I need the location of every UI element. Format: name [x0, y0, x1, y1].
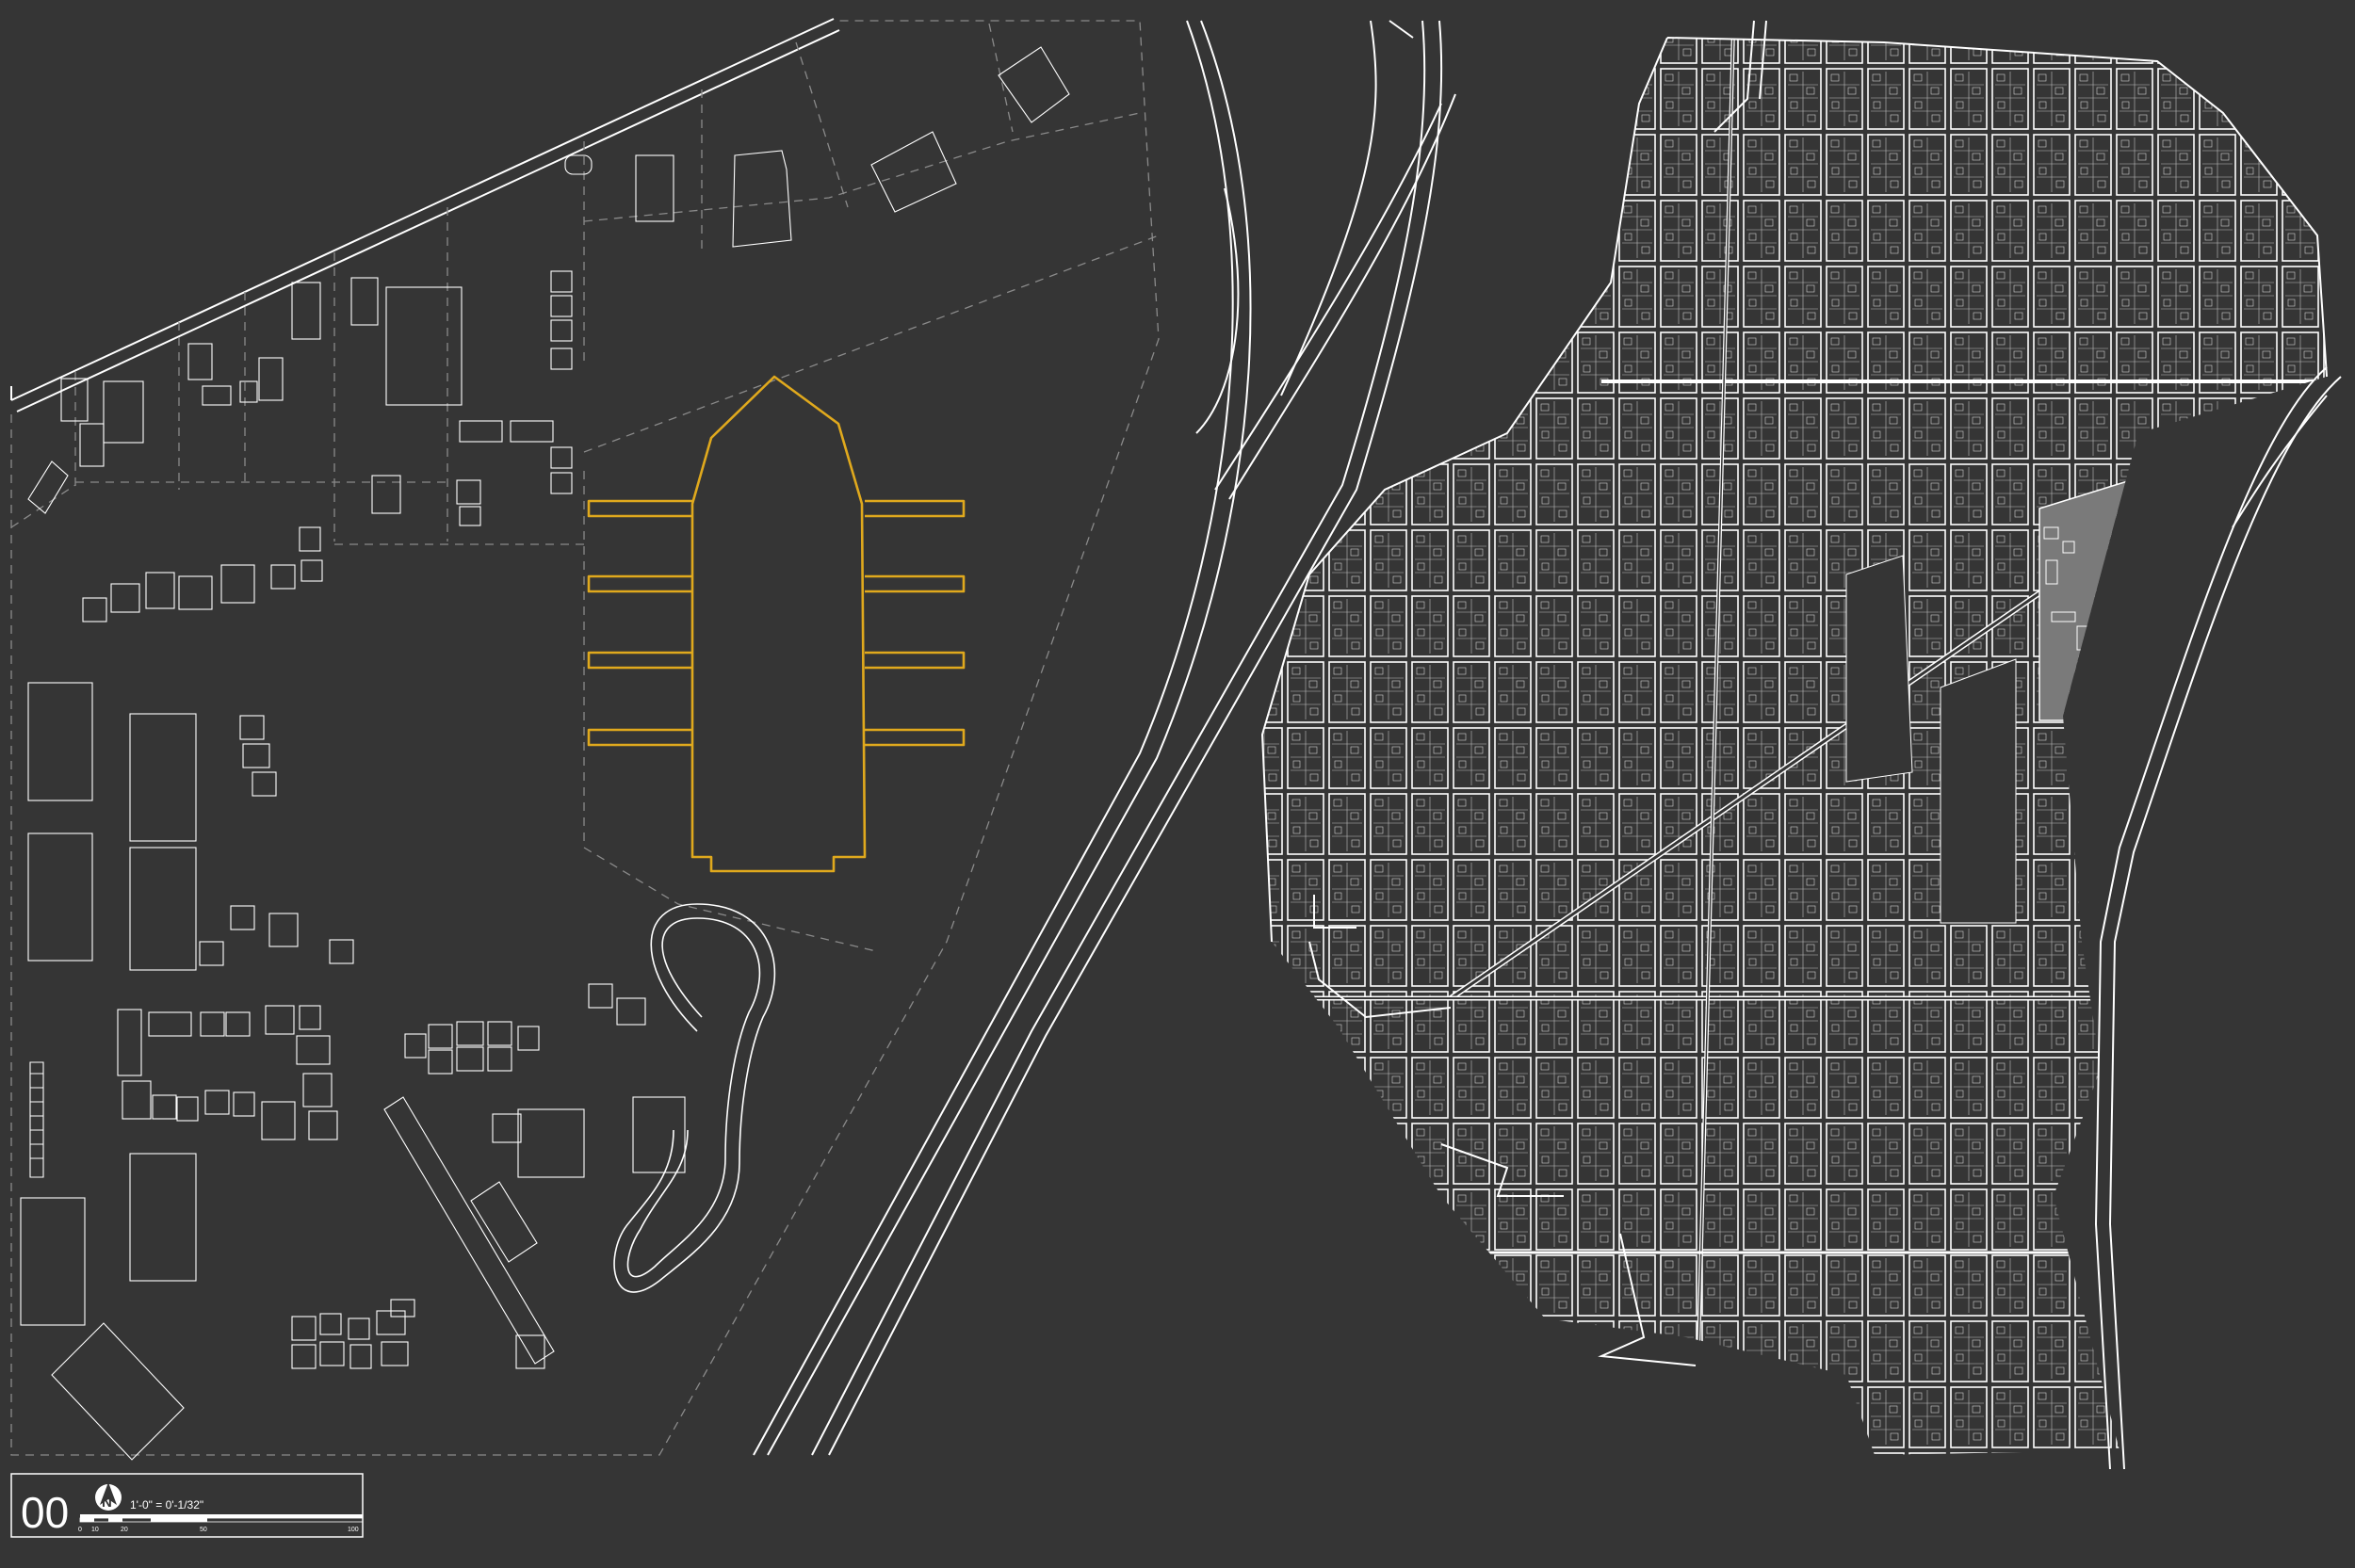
scale-ticks: 0 10 20 50 100 — [78, 1527, 359, 1533]
north-arrow-letter: N — [102, 1495, 112, 1511]
sheet-number: 00 — [21, 1488, 69, 1537]
scale-tick: 50 — [200, 1527, 207, 1533]
scale-tick: 100 — [348, 1527, 359, 1533]
north-buildings — [27, 46, 1070, 526]
scale-tick: 0 — [78, 1527, 82, 1533]
scale-tick: 10 — [91, 1527, 99, 1533]
enlarged-site-plan — [10, 18, 1456, 1461]
scale-tick: 20 — [121, 1527, 128, 1533]
west-buildings — [20, 526, 545, 1461]
context-map-edges — [1260, 20, 2342, 1470]
central-buildings — [383, 983, 686, 1365]
highlighted-building[interactable] — [587, 375, 966, 873]
title-block: 00 N 1'-0" = 0'-1/32" 0 10 20 50 100 — [10, 1473, 364, 1538]
highway — [753, 20, 1456, 1456]
scale-label: 1'-0" = 0'-1/32" — [130, 1498, 203, 1511]
north-arrow-icon: N — [95, 1482, 122, 1511]
scale-bar — [79, 1514, 364, 1523]
loop-drive — [613, 903, 776, 1293]
parcel-lines — [10, 20, 1160, 1456]
